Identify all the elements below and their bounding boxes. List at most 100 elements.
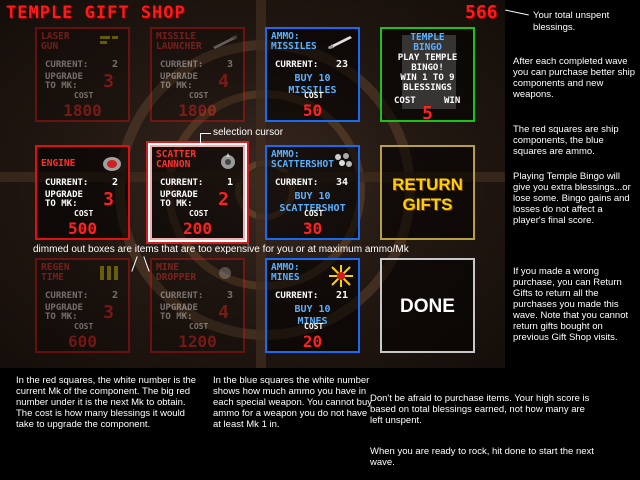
current-mk: 2 <box>111 59 118 70</box>
cost-label: COST <box>189 91 209 100</box>
upgrade-label: UPGRADE <box>45 303 83 313</box>
side-note: After each completed wave you can purcha… <box>513 56 635 100</box>
dimmed-boxes-note: dimmed out boxes are items that are too … <box>33 244 409 255</box>
upgrade-label: UPGRADE <box>45 190 83 200</box>
cost-value: 600 <box>68 332 97 351</box>
current-mk: 2 <box>111 177 118 188</box>
current-ammo: 34 <box>335 177 348 188</box>
box-title: AMMO:SCATTERSHOT <box>271 149 334 170</box>
missile-icon <box>328 36 352 49</box>
bingo-text: BLESSINGS <box>403 83 452 93</box>
cost-value: 30 <box>302 219 323 238</box>
selection-cursor-note: selection cursor <box>213 127 284 138</box>
to-mk-label: TO MK: <box>45 81 78 91</box>
current-label: CURRENT: <box>275 60 319 70</box>
upgrade-mk: 4 <box>218 302 229 323</box>
box-title: AMMO:MISSILES <box>271 31 317 52</box>
done-label: DONE <box>400 296 455 317</box>
current-label: CURRENT: <box>160 291 204 301</box>
current-ammo: 21 <box>335 290 348 301</box>
current-label: CURRENT: <box>45 178 89 188</box>
upgrade-mk: 3 <box>103 189 114 210</box>
upgrade-mk: 3 <box>103 302 114 323</box>
side-note: Playing Temple Bingo will give you extra… <box>513 171 631 226</box>
cost-label: COST <box>304 209 324 218</box>
upgrade-mk: 4 <box>218 71 229 92</box>
current-label: CURRENT: <box>45 60 89 70</box>
mine-dropper-icon <box>219 267 231 279</box>
cost-value: 5 <box>422 103 433 124</box>
bingo-text: WIN 1 TO 9 <box>400 73 455 83</box>
upgrade-label: UPGRADE <box>45 72 83 82</box>
bingo-card-graphic <box>402 35 456 109</box>
blue-squares-note: In the blue squares the white number sho… <box>213 375 372 430</box>
pointer-line <box>505 9 529 16</box>
cost-value: 500 <box>68 219 97 238</box>
to-mk-label: TO MK: <box>45 312 78 322</box>
missile-launcher-icon <box>213 35 237 49</box>
side-note: The red squares are ship components, the… <box>513 124 619 157</box>
engine-icon <box>103 157 121 171</box>
bingo-text: BINGO! <box>411 63 444 73</box>
purchase-tip-note: Don't be afraid to purchase items. Your … <box>370 393 590 426</box>
cost-label: COST <box>74 209 94 218</box>
box-title: AMMO:MINES <box>271 262 300 283</box>
cost-label: COST <box>189 209 209 218</box>
bingo-text: PLAY TEMPLE <box>397 53 458 63</box>
done-button[interactable]: DONE <box>380 258 475 353</box>
background-beam <box>0 172 505 182</box>
shop-title: TEMPLE GIFT SHOP <box>6 3 186 23</box>
current-mk: 3 <box>226 290 233 301</box>
laser-gun-icon <box>100 36 118 44</box>
upgrade-label: UPGRADE <box>160 303 198 313</box>
mine-icon <box>329 265 353 287</box>
cost-label: COST <box>189 322 209 331</box>
engine-box[interactable]: ENGINE CURRENT: 2 UPGRADE TO MK: 3 COST … <box>35 145 130 240</box>
current-ammo: 23 <box>335 59 348 70</box>
current-label: CURRENT: <box>275 178 319 188</box>
cost-value: 200 <box>183 219 212 238</box>
upgrade-mk: 3 <box>103 71 114 92</box>
done-tip-note: When you are ready to rock, hit done to … <box>370 446 594 468</box>
current-label: CURRENT: <box>160 178 204 188</box>
cost-label: COST <box>74 91 94 100</box>
to-mk-label: TO MK: <box>160 199 193 209</box>
current-mk: 3 <box>226 59 233 70</box>
current-mk: 1 <box>226 177 233 188</box>
current-label: CURRENT: <box>45 291 89 301</box>
cost-label: COST <box>74 322 94 331</box>
current-label: CURRENT: <box>275 291 319 301</box>
cost-value: 1200 <box>178 332 217 351</box>
background-beam <box>256 0 266 368</box>
pointer-line <box>200 133 211 134</box>
to-mk-label: TO MK: <box>160 312 193 322</box>
cost-value: 1800 <box>178 101 217 120</box>
scattershot-icon <box>335 153 352 167</box>
cost-value: 20 <box>302 332 323 351</box>
red-squares-note: In the red squares, the white number is … <box>16 375 197 430</box>
pointer-line <box>200 133 201 145</box>
regen-time-icon <box>100 266 118 280</box>
cost-value: 1800 <box>63 101 102 120</box>
current-label: CURRENT: <box>160 60 204 70</box>
upgrade-label: UPGRADE <box>160 72 198 82</box>
